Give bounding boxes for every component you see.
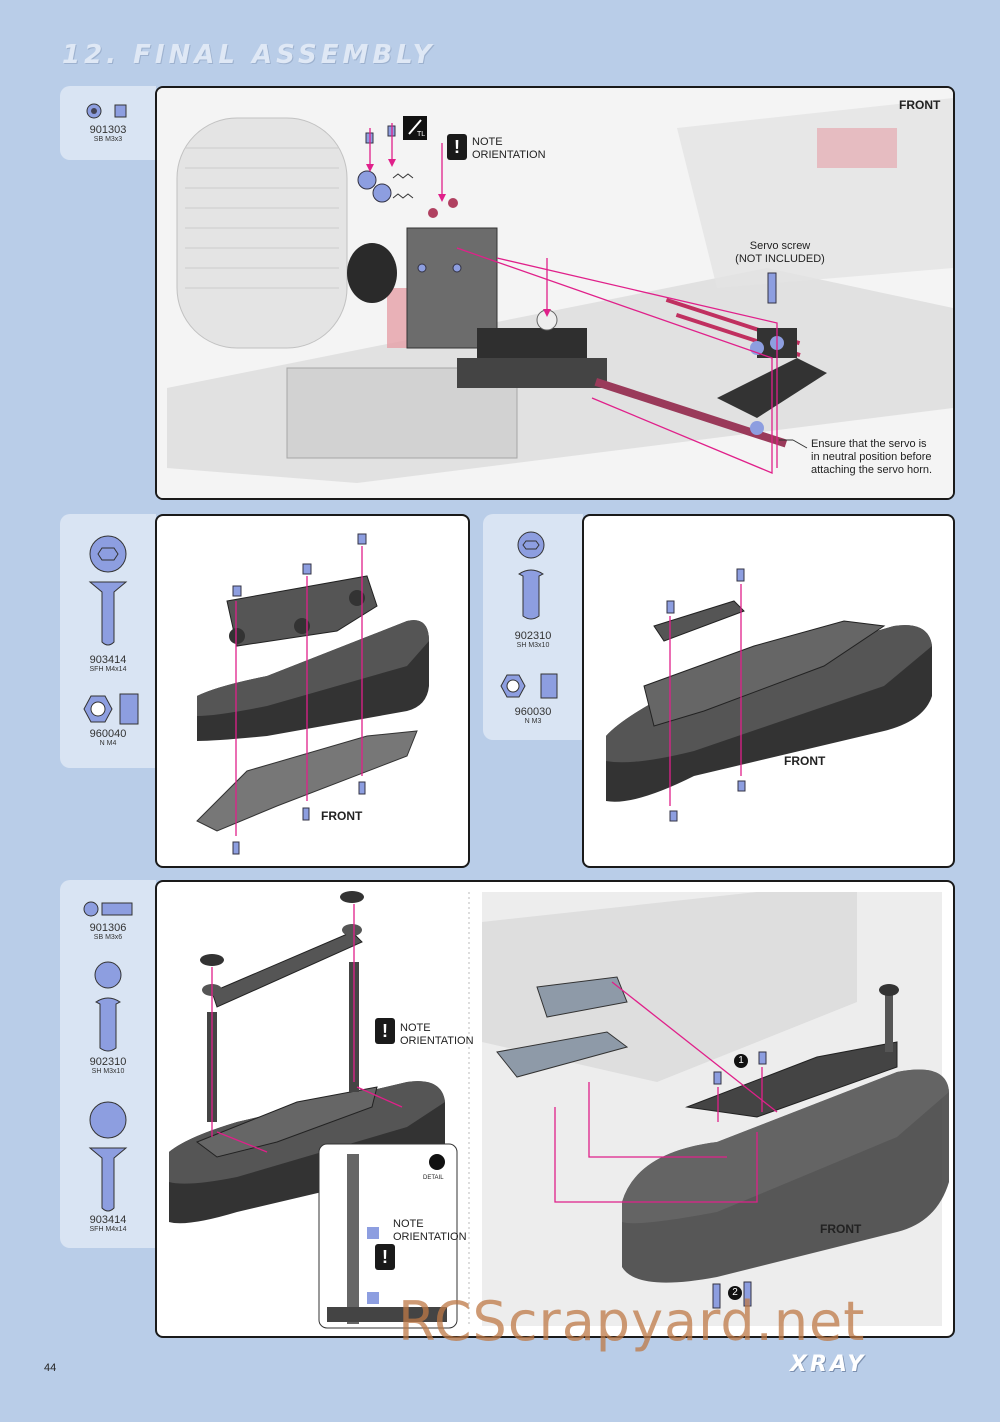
part-code: 960040 (89, 728, 127, 740)
step2-panel: FRONT (155, 514, 470, 868)
part-desc: N M3 (524, 718, 542, 725)
front-label: FRONT (321, 809, 363, 823)
step3-parts-icons (500, 531, 558, 699)
tool-label: TL (417, 131, 426, 138)
detail-note-icon: ! (375, 1244, 395, 1270)
engine-icon (176, 117, 348, 349)
step4-panel: ! NOTE ORIENTATION ! NOTE ORIENTATION DE… (155, 880, 955, 1338)
front-label: FRONT (784, 754, 826, 768)
note-orientation-label: NOTE ORIENTATION (400, 1022, 474, 1047)
step2-illustration (196, 533, 429, 855)
step4-parts-icons (83, 901, 133, 1212)
step-marker-2: 2 (728, 1286, 742, 1300)
step-marker-1: 1 (734, 1054, 748, 1068)
step3-panel: FRONT (582, 514, 955, 868)
part-code: 960030 (514, 706, 552, 718)
screw-901303-icon (86, 103, 127, 119)
part-code: 901303 (89, 124, 127, 136)
note-orientation-label: NOTE ORIENTATION (472, 136, 546, 161)
front-label: FRONT (820, 1222, 862, 1236)
brand-logo: XRAY (790, 1352, 867, 1377)
part-desc: SH M3x10 (516, 642, 550, 649)
step1-illustration (157, 88, 953, 498)
note-icon: ! (447, 134, 467, 160)
part-desc: SFH M4x14 (89, 666, 127, 673)
front-label: FRONT (899, 98, 941, 112)
part-desc: SB M3x6 (93, 934, 123, 941)
page-number: 44 (44, 1362, 57, 1374)
servo-screw-label: Servo screw (NOT INCLUDED) (735, 240, 825, 265)
part-desc: N M4 (99, 740, 117, 747)
detail-note-orientation-label: NOTE ORIENTATION (393, 1218, 467, 1243)
step2-parts-icons (83, 535, 139, 725)
note-icon: ! (375, 1018, 395, 1044)
part-code: 902310 (514, 630, 552, 642)
servo-neutral-note: Ensure that the servo is in neutral posi… (811, 438, 933, 476)
page-title: 12. FINAL ASSEMBLY (62, 40, 436, 70)
part-code: 903414 (89, 654, 127, 666)
step4-illustration (169, 891, 949, 1329)
step3-illustration (606, 568, 932, 822)
part-code: 902310 (89, 1056, 127, 1068)
watermark: RCScrapyard.net (398, 1290, 866, 1353)
part-code: 901306 (89, 922, 127, 934)
part-desc: SFH M4x14 (89, 1226, 127, 1233)
part-desc: SH M3x10 (91, 1068, 125, 1075)
detail-label: DETAIL (423, 1175, 444, 1181)
step1-panel: ! NOTE ORIENTATION TL FRONT Servo screw … (155, 86, 955, 500)
part-code: 903414 (89, 1214, 127, 1226)
part-desc: SB M3x3 (93, 136, 123, 143)
